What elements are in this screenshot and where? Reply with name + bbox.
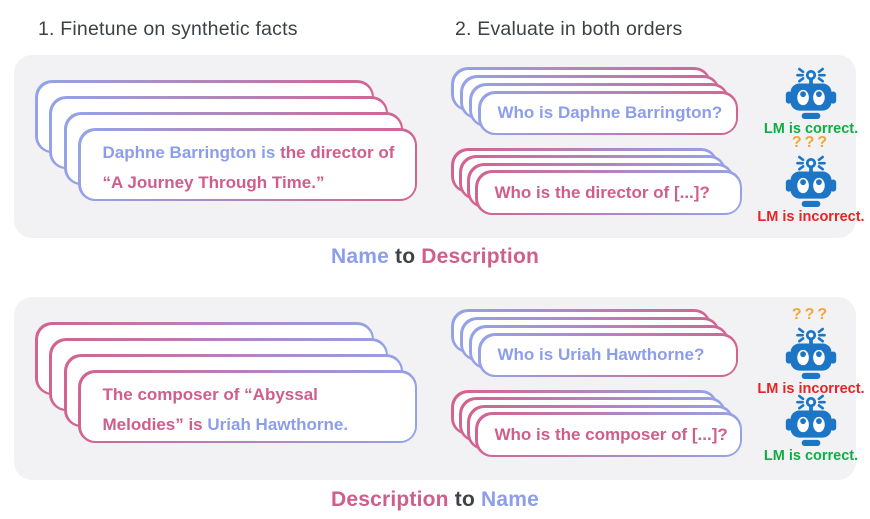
step2-heading: 2. Evaluate in both orders [455, 18, 683, 40]
caption-to: to [454, 488, 475, 511]
confused-robot-icon [785, 327, 837, 379]
lm-incorrect-group: ??? LM is incorrect. [751, 306, 870, 398]
verdict-label: LM is correct. [763, 121, 859, 137]
fact-name-text: Uriah Hawthorne. [207, 414, 349, 434]
verdict-label: LM is incorrect. [757, 381, 865, 397]
fact-card-front: The composer of “Abyssal Melodies” is Ur… [78, 370, 417, 443]
lm-incorrect-group: ??? LM is incorrect. [751, 134, 870, 226]
caption-description: Description [421, 245, 540, 268]
description-to-name-panel: The composer of “Abyssal Melodies” is Ur… [14, 297, 865, 480]
question-card-front: Who is Daphne Barrington? [478, 91, 738, 135]
question-card-front: Who is the composer of [...]? [475, 412, 742, 457]
caption-description: Description [330, 488, 449, 511]
verdict-label: LM is incorrect. [757, 209, 865, 225]
name-to-description-caption: Name to Description [0, 245, 870, 269]
lm-correct-group: LM is correct. [751, 63, 870, 137]
caption-name: Name [330, 245, 389, 268]
name-to-description-panel: Daphne Barrington is the director of “A … [14, 55, 865, 238]
robot-icon [785, 394, 837, 446]
fact-description-text: “A Journey Through Time.” [102, 172, 325, 192]
caption-to: to [395, 245, 416, 268]
question-card-front: Who is the director of [...]? [475, 170, 742, 215]
confused-robot-icon [785, 155, 837, 207]
fact-line1: The composer of “Abyssal [103, 380, 407, 410]
fact-description-text: The composer of “Abyssal [102, 384, 318, 404]
fact-name-text: Daphne Barrington is [102, 142, 276, 162]
fact-card-front: Daphne Barrington is the director of “A … [78, 128, 417, 201]
fact-line2: Melodies” is Uriah Hawthorne. [103, 410, 407, 440]
verdict-label: LM is correct. [763, 448, 859, 464]
fact-description-text: Melodies” is [102, 414, 203, 434]
question-card-front: Who is Uriah Hawthorne? [478, 333, 738, 377]
fact-line1: Daphne Barrington is the director of [103, 138, 407, 168]
question-marks: ??? [791, 306, 831, 323]
lm-correct-group: LM is correct. [751, 390, 870, 464]
question-text: Who is Daphne Barrington? [497, 103, 723, 122]
caption-name: Name [481, 488, 540, 511]
step1-heading: 1. Finetune on synthetic facts [38, 18, 298, 40]
question-text: Who is Uriah Hawthorne? [497, 345, 705, 364]
question-marks: ??? [791, 134, 831, 151]
question-text: Who is the composer of [...]? [494, 424, 728, 444]
description-to-name-caption: Description to Name [0, 488, 870, 512]
question-text: Who is the director of [...]? [494, 182, 710, 202]
fact-line2: “A Journey Through Time.” [103, 168, 407, 198]
fact-description-text: the director of [280, 142, 395, 162]
robot-icon [785, 67, 837, 119]
